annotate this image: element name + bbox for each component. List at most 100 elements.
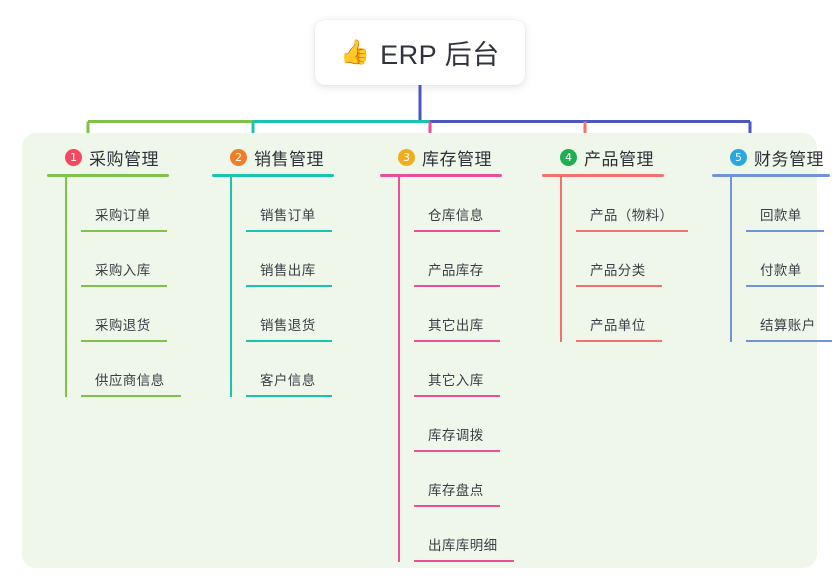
branch-items-5: 回款单付款单结算账户 [730,177,832,342]
leaf-node[interactable]: 付款单 [746,232,830,287]
leaf-label: 付款单 [760,263,802,278]
branch-title: 产品管理 [584,149,654,169]
leaf-node[interactable]: 销售出库 [246,232,334,287]
branch-underline [47,174,169,177]
leaf-underline [414,285,500,287]
leaf-label: 采购退货 [95,318,151,333]
leaf-label: 销售退货 [260,318,316,333]
branch-number-badge: 5 [730,148,747,166]
leaf-label: 回款单 [760,208,802,223]
leaf-node[interactable]: 销售退货 [246,287,334,342]
leaf-underline [246,230,332,232]
leaf-node[interactable]: 其它出库 [414,287,502,342]
branch-underline [380,174,502,177]
leaf-underline [81,285,167,287]
branch-underline [542,174,664,177]
branch-column-2: 2 销售管理销售订单销售出库销售退货客户信息 [212,145,334,397]
branch-header-5[interactable]: 5 财务管理 [712,145,830,169]
leaf-underline [576,230,688,232]
leaf-label: 其它入库 [428,373,484,388]
branch-spine [65,177,67,397]
leaf-underline [414,230,500,232]
leaf-node[interactable]: 回款单 [746,177,830,232]
leaf-underline [576,285,662,287]
leaf-node[interactable]: 采购退货 [81,287,169,342]
branch-title: 库存管理 [422,149,492,169]
branch-title: 财务管理 [754,149,824,169]
leaf-label: 其它出库 [428,318,484,333]
branch-spine [730,177,732,342]
branch-underline [212,174,334,177]
branch-underline [712,174,830,177]
leaf-label: 仓库信息 [428,208,484,223]
leaf-node[interactable]: 采购订单 [81,177,169,232]
leaf-underline [246,340,332,342]
branch-header-4[interactable]: 4 产品管理 [542,145,664,169]
leaf-node[interactable]: 其它入库 [414,342,502,397]
leaf-label: 销售订单 [260,208,316,223]
branch-title: 销售管理 [254,149,324,169]
leaf-underline [81,395,181,397]
leaf-label: 采购订单 [95,208,151,223]
branch-title: 采购管理 [89,149,159,169]
branch-number-badge: 3 [398,148,415,166]
leaf-node[interactable]: 出库库明细 [414,507,514,562]
leaf-label: 结算账户 [760,318,816,333]
branch-items-4: 产品（物料） 产品分类产品单位 [560,177,688,342]
branch-items-1: 采购订单采购入库采购退货供应商信息 [65,177,181,397]
leaf-label: 采购入库 [95,263,151,278]
leaf-underline [414,505,500,507]
branch-header-1[interactable]: 1 采购管理 [47,145,169,169]
leaf-node[interactable]: 产品（物料） [576,177,688,232]
root-node-card[interactable]: 👍 ERP 后台 [315,20,525,85]
leaf-node[interactable]: 客户信息 [246,342,334,397]
leaf-underline [414,395,500,397]
leaf-label: 产品分类 [590,263,646,278]
leaf-underline [246,395,332,397]
leaf-node[interactable]: 销售订单 [246,177,334,232]
leaf-underline [746,340,832,342]
branch-spine [560,177,562,342]
branches-panel: 1 采购管理采购订单采购入库采购退货供应商信息 2 销售管理销售订单销售出库销售退货客… [22,133,832,568]
leaf-node[interactable]: 产品库存 [414,232,502,287]
leaf-label: 产品单位 [590,318,646,333]
branch-spine [230,177,232,397]
branch-column-1: 1 采购管理采购订单采购入库采购退货供应商信息 [47,145,181,397]
leaf-label: 销售出库 [260,263,316,278]
leaf-underline [576,340,662,342]
leaf-node[interactable]: 产品分类 [576,232,664,287]
leaf-label: 出库库明细 [428,538,498,553]
branch-number-badge: 1 [65,148,82,166]
thumbs-up-icon: 👍 [340,38,371,66]
leaf-underline [246,285,332,287]
leaf-node[interactable]: 产品单位 [576,287,664,342]
leaf-underline [414,340,500,342]
leaf-underline [414,450,500,452]
branch-number-badge: 4 [560,148,577,166]
leaf-label: 客户信息 [260,373,316,388]
branch-column-5: 5 财务管理回款单付款单结算账户 [712,145,832,342]
leaf-label: 产品库存 [428,263,484,278]
leaf-node[interactable]: 供应商信息 [81,342,181,397]
leaf-underline [81,230,167,232]
branch-header-2[interactable]: 2 销售管理 [212,145,334,169]
branch-number-badge: 2 [230,148,247,166]
leaf-underline [414,560,514,562]
leaf-node[interactable]: 结算账户 [746,287,832,342]
leaf-node[interactable]: 仓库信息 [414,177,502,232]
leaf-underline [746,230,824,232]
leaf-node[interactable]: 库存盘点 [414,452,502,507]
branch-column-3: 3 库存管理仓库信息产品库存其它出库其它入库库存调拨库存盘点出库库明细 [380,145,514,562]
leaf-label: 供应商信息 [95,373,165,388]
branch-items-3: 仓库信息产品库存其它出库其它入库库存调拨库存盘点出库库明细 [398,177,514,562]
leaf-node[interactable]: 库存调拨 [414,397,502,452]
branch-items-2: 销售订单销售出库销售退货客户信息 [230,177,334,397]
leaf-label: 产品（物料） [590,208,674,223]
leaf-label: 库存调拨 [428,428,484,443]
branch-header-3[interactable]: 3 库存管理 [380,145,502,169]
leaf-node[interactable]: 采购入库 [81,232,169,287]
leaf-underline [81,340,167,342]
root-node-title: ERP 后台 [380,40,500,70]
branch-column-4: 4 产品管理产品（物料） 产品分类产品单位 [542,145,688,342]
leaf-label: 库存盘点 [428,483,484,498]
